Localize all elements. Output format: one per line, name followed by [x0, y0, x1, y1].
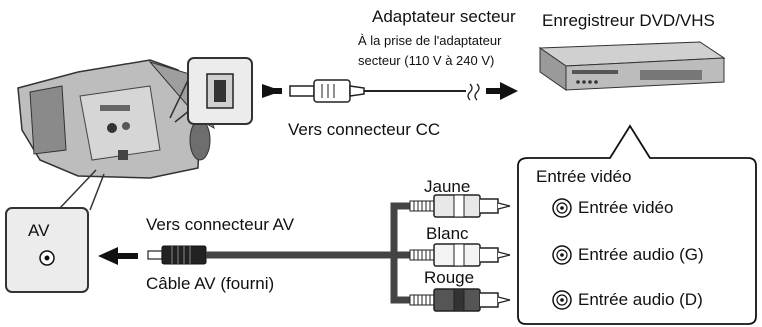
- power-note-line2: secteur (110 V à 240 V): [358, 53, 495, 68]
- input-label-video: Entrée vidéo: [578, 198, 674, 217]
- av-cable-label: Câble AV (fourni): [146, 274, 275, 293]
- camcorder-illustration: [17, 59, 215, 179]
- av-connector-label: Vers connecteur AV: [146, 215, 295, 234]
- input-label-audio-left: Entrée audio (G): [578, 245, 704, 264]
- rca-plug-white: [409, 243, 511, 267]
- dc-connector-label: Vers connecteur CC: [288, 120, 441, 139]
- av-insert-arrow: [98, 247, 138, 265]
- jack-audio-right-icon: [552, 290, 572, 310]
- dvd-vhs-recorder-illustration: [538, 41, 726, 91]
- power-adapter-title: Adaptateur secteur: [372, 7, 516, 26]
- jack-video-in-icon: [552, 198, 572, 218]
- power-note-line1: À la prise de l'adaptateur: [358, 33, 502, 48]
- av-cable-split: [384, 202, 410, 304]
- rca-plug-red: [409, 288, 511, 312]
- plug-color-yellow: Jaune: [424, 177, 471, 196]
- plug-color-white: Blanc: [426, 224, 469, 243]
- av-minijack-plug: [147, 245, 384, 265]
- av-jack-callout: [5, 169, 105, 293]
- inputs-panel-title: Entrée vidéo: [536, 167, 632, 186]
- dc-cable: [262, 79, 518, 103]
- av-port-label: AV: [28, 221, 50, 240]
- inputs-panel-frame: [517, 124, 757, 325]
- dc-jack-callout: [169, 57, 253, 125]
- rca-plug-yellow: [409, 194, 511, 218]
- input-label-audio-right: Entrée audio (D): [578, 290, 703, 309]
- jack-audio-left-icon: [552, 245, 572, 265]
- plug-color-red: Rouge: [424, 268, 475, 287]
- recorder-label: Enregistreur DVD/VHS: [542, 11, 715, 30]
